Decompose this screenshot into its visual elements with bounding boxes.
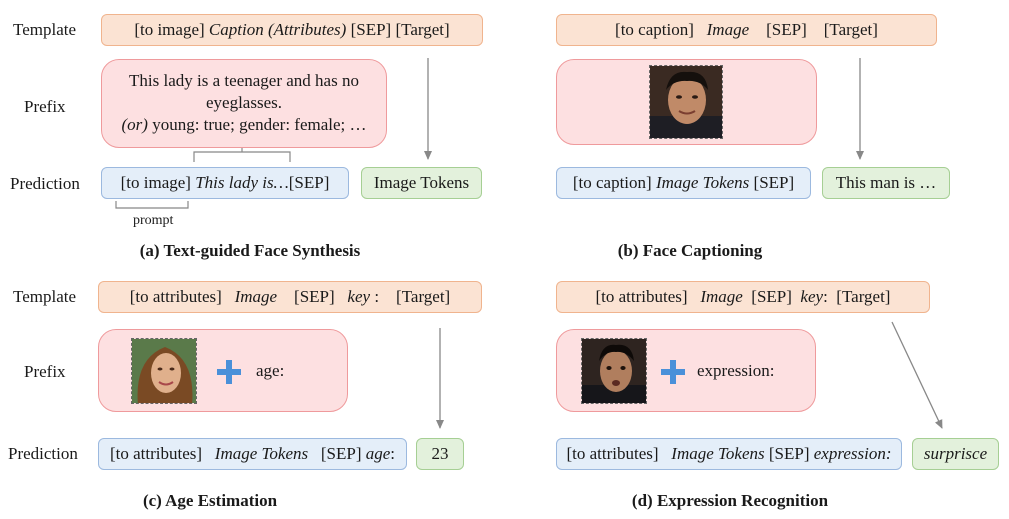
- prefix-a-line-3: (or) young: true; gender: female; …: [102, 114, 386, 136]
- prediction-c-seg-3: age: [365, 444, 391, 463]
- prefix-box-a: This lady is a teenager and has no eyegl…: [101, 59, 387, 148]
- prefix-c-text: age:: [256, 361, 285, 380]
- prediction-d-seg-0: [to attributes]: [566, 444, 672, 463]
- caption-b: (b) Face Captioning: [617, 241, 763, 260]
- prediction-a-seg-2: [SEP]: [288, 173, 330, 192]
- template-d-seg-4: : [Target]: [823, 287, 891, 306]
- caption-d: (d) Expression Recognition: [631, 491, 829, 510]
- template-d-seg-2: [SEP]: [742, 287, 801, 306]
- plus-icon: [661, 360, 685, 384]
- prediction-box-a: [to image] This lady is…[SEP]: [101, 167, 349, 199]
- prefix-a-line-2: eyeglasses.: [205, 93, 282, 112]
- label-template-bottom: Template: [13, 287, 77, 306]
- prefix-a-line-1: This lady is a teenager and has no: [129, 71, 359, 90]
- target-box-d: surprisce: [912, 438, 999, 470]
- label-prefix-bottom: Prefix: [24, 362, 66, 381]
- template-b-seg-1: Image: [706, 20, 750, 39]
- label-prediction-top: Prediction: [10, 174, 80, 193]
- template-box-c: [to attributes] Image [SEP] key : [Targe…: [98, 281, 482, 313]
- template-box-a: [to image] Caption (Attributes) [SEP] [T…: [101, 14, 483, 46]
- label-template-top: Template: [13, 20, 77, 39]
- template-a-seg-2: [SEP] [Target]: [346, 20, 450, 39]
- prediction-b-seg-1: Image Tokens: [655, 173, 750, 192]
- template-c-seg-2: [SEP]: [277, 287, 348, 306]
- prompt-bracket: [115, 201, 189, 209]
- prediction-c-seg-2: [SEP]: [308, 444, 366, 463]
- template-b-seg-2: [SEP] [Target]: [749, 20, 878, 39]
- prediction-d-seg-3: expression:: [813, 444, 892, 463]
- prediction-d-seg-1: Image Tokens: [671, 444, 765, 463]
- prefix-d-text: expression:: [697, 361, 775, 380]
- face-photo: [581, 338, 647, 404]
- template-d-seg-0: [to attributes]: [595, 287, 701, 306]
- face-photo: [131, 338, 197, 404]
- prediction-box-d: [to attributes] Image Tokens [SEP] expre…: [556, 438, 902, 470]
- prediction-box-b: [to caption] Image Tokens [SEP]: [556, 167, 811, 199]
- arrow-d: [891, 321, 943, 429]
- prediction-d-seg-2: [SEP]: [764, 444, 814, 463]
- target-box-b: This man is …: [822, 167, 950, 199]
- template-d-seg-3: key: [800, 287, 824, 306]
- plus-icon: [217, 360, 241, 384]
- prediction-a-seg-1: This lady is…: [195, 173, 289, 192]
- template-box-b: [to caption] Image [SEP] [Target]: [556, 14, 937, 46]
- caption-c: (c) Age Estimation: [142, 491, 278, 510]
- prediction-c-seg-4: :: [390, 444, 396, 463]
- template-c-seg-3: key: [347, 287, 371, 306]
- caption-a: (a) Text-guided Face Synthesis: [139, 241, 361, 260]
- prediction-a-seg-0: [to image]: [120, 173, 196, 192]
- prefix-box-c: age:: [98, 329, 348, 412]
- template-b-seg-0: [to caption]: [615, 20, 707, 39]
- template-box-d: [to attributes] Image [SEP] key: [Target…: [556, 281, 930, 313]
- label-prediction-bottom: Prediction: [8, 444, 78, 463]
- template-c-seg-4: : [Target]: [370, 287, 451, 306]
- face-photo: [649, 65, 723, 139]
- template-c-seg-0: [to attributes]: [129, 287, 235, 306]
- prediction-b-seg-2: [SEP]: [749, 173, 795, 192]
- target-box-a: Image Tokens: [361, 167, 482, 199]
- template-a-seg-1: Caption (Attributes): [208, 20, 347, 39]
- prediction-c-seg-1: Image Tokens: [214, 444, 309, 463]
- prefix-box-b: [556, 59, 817, 145]
- prompt-label: prompt: [133, 213, 174, 228]
- template-d-seg-1: Image: [700, 287, 743, 306]
- label-prefix-top: Prefix: [24, 97, 66, 116]
- prefix-a-line-3-seg-1: young: true; gender: female; …: [147, 115, 367, 134]
- prediction-c-seg-0: [to attributes]: [109, 444, 215, 463]
- prefix-a-line-3-seg-0: (or): [121, 115, 148, 134]
- prediction-box-c: [to attributes] Image Tokens [SEP] age:: [98, 438, 407, 470]
- template-a-seg-0: [to image]: [134, 20, 209, 39]
- prediction-b-seg-0: [to caption]: [572, 173, 656, 192]
- template-c-seg-1: Image: [234, 287, 278, 306]
- target-box-c: 23: [416, 438, 464, 470]
- prefix-box-d: expression:: [556, 329, 816, 412]
